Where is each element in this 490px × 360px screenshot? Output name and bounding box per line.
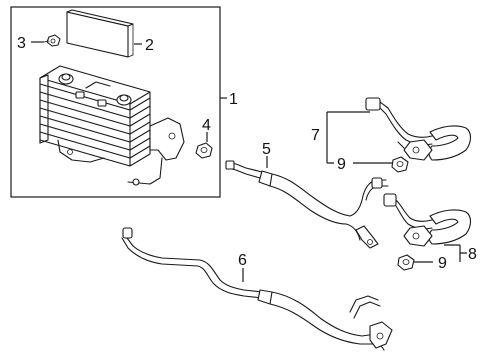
callout-1: 1 [229,91,238,108]
part-5-upper-hose [225,160,389,249]
part-8-lower-hose-assembly [383,193,472,247]
part-9-lower-clamp [397,254,415,271]
leader-8 [444,244,467,262]
part-1-oil-cooler [39,65,185,186]
part-7-upper-hose-assembly [365,97,472,161]
callout-6: 6 [238,252,247,269]
assembly-frame [10,6,221,198]
callout-4: 4 [202,117,211,134]
part-3-bolt [43,34,61,47]
callout-2: 2 [145,37,154,54]
part-6-lower-hose [121,227,393,351]
callout-7: 7 [311,127,320,144]
callout-9-lower: 9 [438,255,447,272]
callout-5: 5 [262,141,271,158]
part-9-upper-clamp [391,156,409,173]
callout-9-upper: 9 [337,156,346,173]
part-4-nut [195,142,213,159]
part-2-bracket-pad [66,9,134,58]
callout-8: 8 [468,246,477,263]
callout-3: 3 [17,35,26,52]
leader-7 [326,111,370,164]
